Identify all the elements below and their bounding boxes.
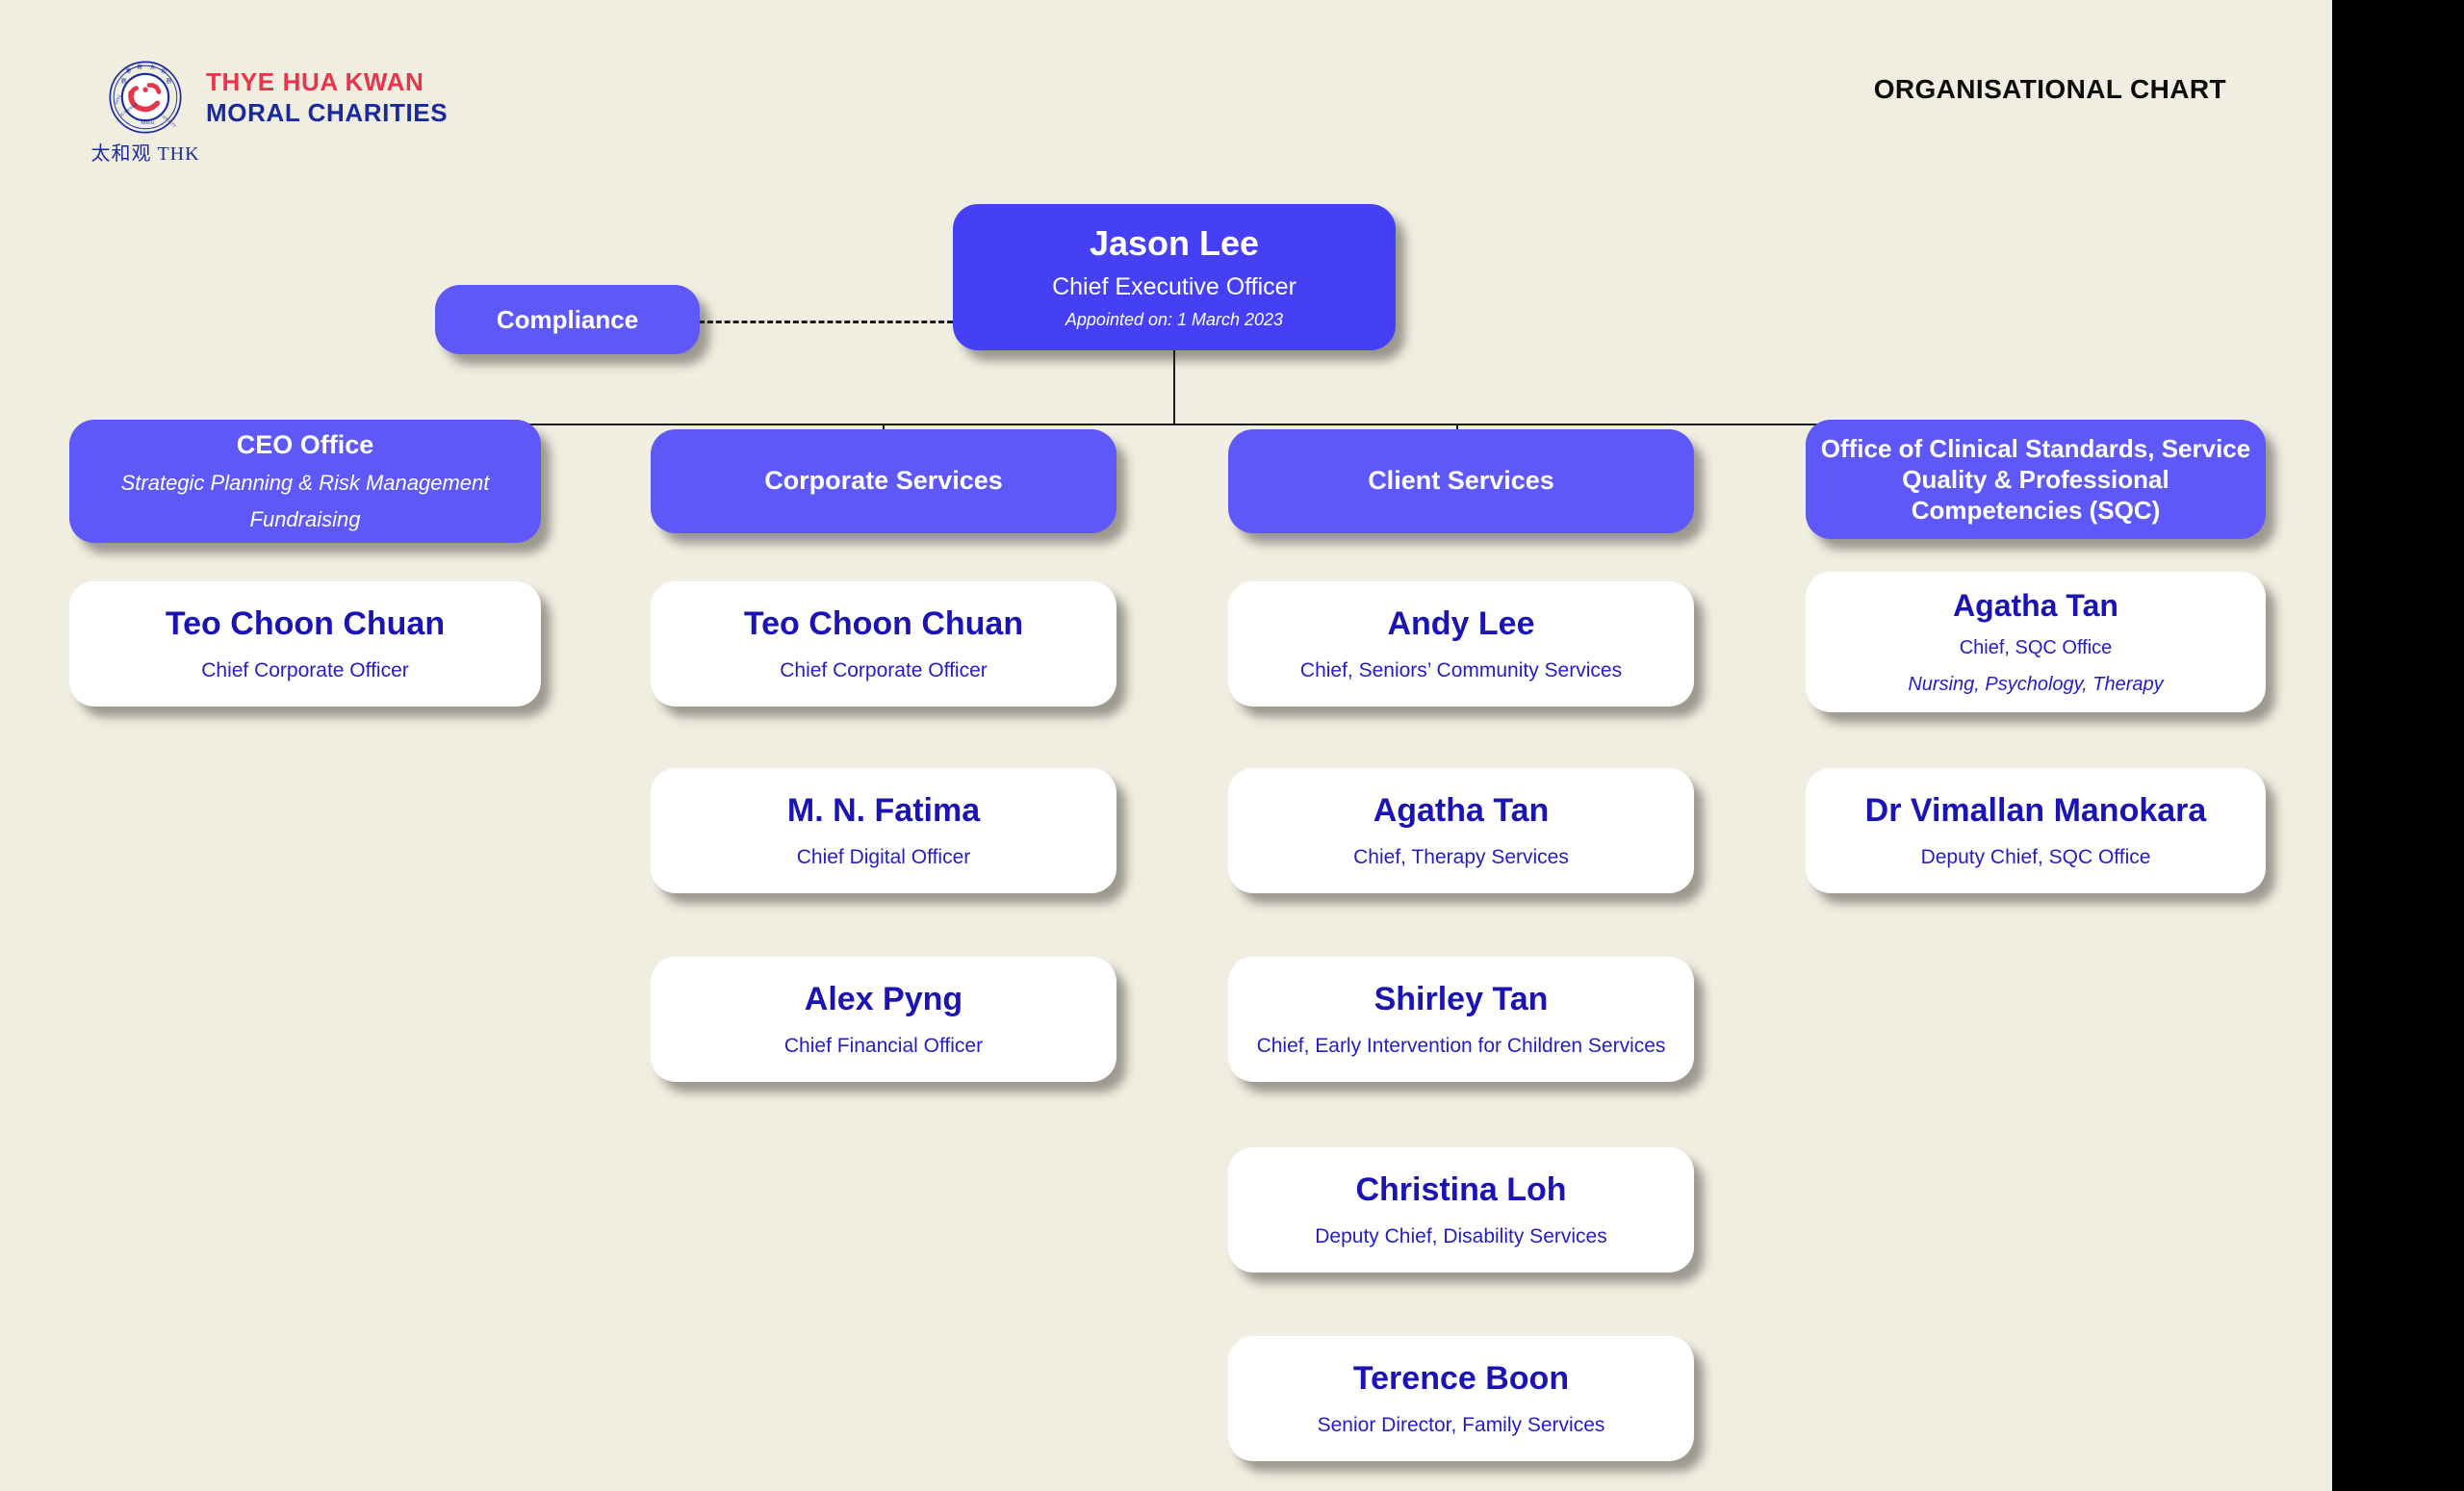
person-role: Chief Corporate Officer bbox=[201, 658, 409, 681]
person-extra-note: Nursing, Psychology, Therapy bbox=[1908, 673, 2164, 695]
brand-line-2: MORAL CHARITIES bbox=[206, 97, 449, 127]
person-role: Chief, Early Intervention for Children S… bbox=[1256, 1034, 1666, 1057]
person-name: Terence Boon bbox=[1352, 1359, 1570, 1397]
svg-text:太: 太 bbox=[150, 63, 156, 70]
card-person[interactable]: Dr Vimallan Manokara Deputy Chief, SQC O… bbox=[1806, 768, 2266, 893]
person-name: M. N. Fatima bbox=[786, 791, 981, 829]
division-title: CEO Office bbox=[236, 429, 374, 459]
svg-text:THYE: THYE bbox=[114, 93, 122, 106]
node-division-ceo-office[interactable]: CEO Office Strategic Planning & Risk Man… bbox=[69, 420, 541, 543]
card-person[interactable]: Teo Choon Chuan Chief Corporate Officer bbox=[651, 581, 1116, 707]
node-division-sqc[interactable]: Office of Clinical Standards, Service Qu… bbox=[1806, 420, 2266, 539]
division-title: Client Services bbox=[1368, 466, 1554, 496]
connector-ceo-down bbox=[1173, 350, 1175, 425]
card-person[interactable]: Alex Pyng Chief Financial Officer bbox=[651, 957, 1116, 1082]
person-role: Deputy Chief, Disability Services bbox=[1315, 1224, 1607, 1247]
ceo-name: Jason Lee bbox=[1089, 222, 1260, 263]
person-name: Agatha Tan bbox=[1373, 791, 1550, 829]
division-title: Corporate Services bbox=[764, 466, 1003, 496]
card-person[interactable]: Agatha Tan Chief, Therapy Services bbox=[1228, 768, 1694, 893]
division-note: Strategic Planning & Risk Management bbox=[120, 470, 490, 495]
person-name: Andy Lee bbox=[1387, 604, 1535, 642]
person-role: Chief Digital Officer bbox=[796, 845, 971, 868]
card-person[interactable]: Shirley Tan Chief, Early Intervention fo… bbox=[1228, 957, 1694, 1082]
card-person[interactable]: Andy Lee Chief, Seniors’ Community Servi… bbox=[1228, 581, 1694, 707]
node-compliance[interactable]: Compliance bbox=[435, 285, 700, 354]
person-name: Shirley Tan bbox=[1373, 980, 1549, 1017]
division-note: Fundraising bbox=[249, 506, 361, 531]
connector-horizontal-bus bbox=[296, 424, 2033, 425]
person-role: Chief Financial Officer bbox=[783, 1034, 984, 1057]
compliance-label: Compliance bbox=[496, 304, 639, 334]
connector-compliance-dashed bbox=[699, 321, 953, 323]
node-division-client-services[interactable]: Client Services bbox=[1228, 429, 1694, 533]
svg-text:觀: 觀 bbox=[121, 77, 127, 85]
person-role: Chief Corporate Officer bbox=[780, 658, 988, 681]
person-role: Chief, Seniors’ Community Services bbox=[1299, 658, 1623, 681]
svg-text:和: 和 bbox=[161, 67, 166, 75]
chart-canvas: 善教太和 觀觀 THYE HUA KWAN MORAL SOCIETY 太和观 … bbox=[0, 0, 2332, 1491]
svg-text:MORAL: MORAL bbox=[141, 120, 156, 125]
brand-chinese-name: 太和观 THK bbox=[90, 143, 200, 165]
card-person[interactable]: Terence Boon Senior Director, Family Ser… bbox=[1228, 1336, 1694, 1461]
thk-logo: 善教太和 觀觀 THYE HUA KWAN MORAL SOCIETY 太和观 … bbox=[90, 60, 199, 166]
person-role: Senior Director, Family Services bbox=[1317, 1413, 1605, 1436]
person-name: Christina Loh bbox=[1355, 1170, 1567, 1208]
person-role: Deputy Chief, SQC Office bbox=[1920, 845, 2151, 868]
brand-name-block: THYE HUA KWAN MORAL CHARITIES bbox=[206, 67, 448, 128]
card-person[interactable]: M. N. Fatima Chief Digital Officer bbox=[651, 768, 1116, 893]
card-person[interactable]: Teo Choon Chuan Chief Corporate Officer bbox=[69, 581, 541, 707]
person-name: Teo Choon Chuan bbox=[743, 604, 1024, 642]
svg-text:教: 教 bbox=[137, 63, 142, 70]
division-title: Office of Clinical Standards, Service Qu… bbox=[1820, 433, 2251, 526]
node-ceo[interactable]: Jason Lee Chief Executive Officer Appoin… bbox=[953, 204, 1396, 350]
person-name: Dr Vimallan Manokara bbox=[1864, 791, 2207, 829]
person-name: Agatha Tan bbox=[1953, 588, 2118, 624]
thk-circular-seal-logo: 善教太和 觀觀 THYE HUA KWAN MORAL SOCIETY bbox=[109, 61, 182, 134]
ceo-appointed-date: Appointed on: 1 March 2023 bbox=[1065, 310, 1284, 330]
person-role: Chief, Therapy Services bbox=[1353, 845, 1569, 868]
card-person[interactable]: Agatha Tan Chief, SQC Office Nursing, Ps… bbox=[1806, 572, 2266, 712]
person-name: Alex Pyng bbox=[804, 980, 963, 1017]
svg-text:觀: 觀 bbox=[167, 77, 172, 85]
brand-lockup: 善教太和 觀觀 THYE HUA KWAN MORAL SOCIETY 太和观 … bbox=[90, 60, 448, 166]
ceo-title: Chief Executive Officer bbox=[1052, 273, 1296, 301]
page-title: ORGANISATIONAL CHART bbox=[1873, 74, 2226, 104]
node-division-corporate-services[interactable]: Corporate Services bbox=[651, 429, 1116, 533]
person-role: Chief, SQC Office bbox=[1959, 636, 2113, 658]
card-person[interactable]: Christina Loh Deputy Chief, Disability S… bbox=[1228, 1147, 1694, 1272]
svg-text:善: 善 bbox=[126, 66, 132, 74]
person-name: Teo Choon Chuan bbox=[165, 604, 446, 642]
brand-line-1: THYE HUA KWAN bbox=[206, 67, 424, 96]
